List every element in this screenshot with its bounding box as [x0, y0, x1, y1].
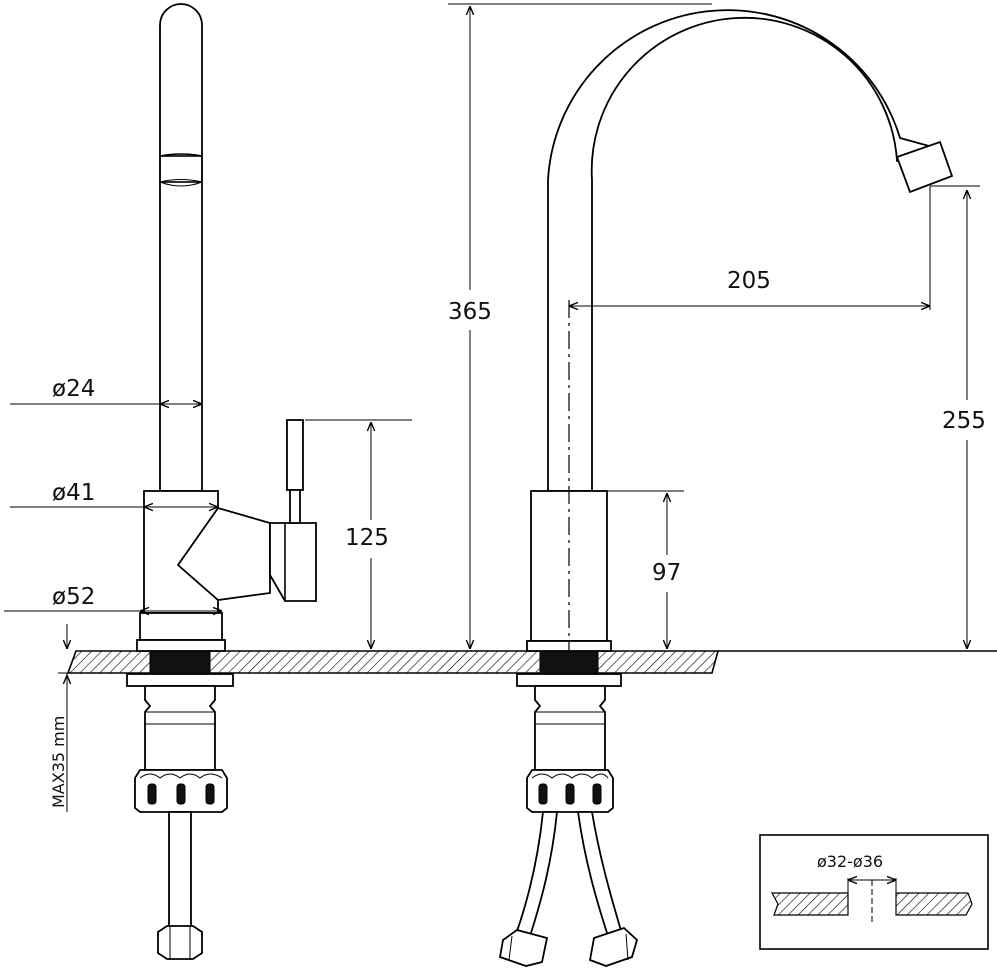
spout-reach-label: 205 [727, 268, 771, 294]
side-view-faucet [126, 3, 317, 960]
dimension-lines [4, 3, 980, 812]
lever-height-label: 125 [345, 525, 389, 551]
base-diameter-label: ø52 [52, 584, 95, 610]
max-deck-thickness-label: MAX35 mm [49, 716, 68, 808]
front-view-faucet [498, 9, 954, 967]
total-height-label: 365 [448, 299, 492, 325]
spout-diameter-label: ø24 [52, 376, 95, 402]
body-diameter-label: ø41 [52, 480, 95, 506]
hole-diameter-label: ø32-ø36 [817, 852, 883, 871]
mounting-hole-inset [759, 834, 989, 950]
outlet-height-label: 255 [942, 408, 986, 434]
body-height-label: 97 [652, 560, 681, 586]
